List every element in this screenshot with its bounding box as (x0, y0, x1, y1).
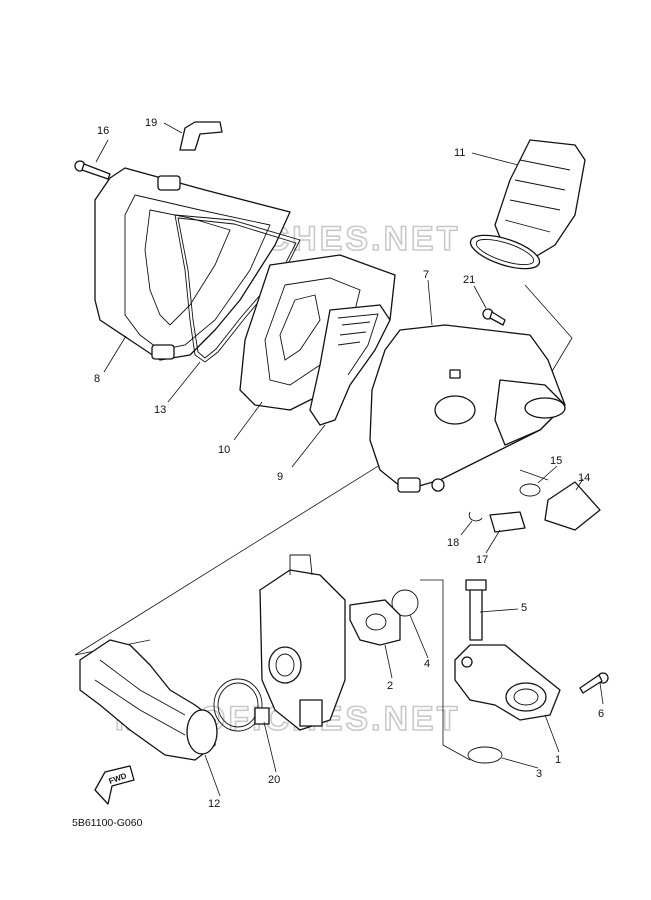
bolt-6 (579, 672, 609, 694)
label-16: 16 (97, 125, 109, 137)
o-ring-4 (391, 589, 419, 617)
breather-hose (179, 121, 223, 151)
carburetor (259, 554, 346, 731)
label-8: 8 (94, 373, 100, 385)
case-seal (174, 214, 301, 363)
label-9: 9 (277, 471, 283, 483)
bolt-21 (482, 308, 506, 326)
filter-element (309, 304, 391, 426)
label-2: 2 (387, 680, 393, 692)
label-7: 7 (423, 269, 429, 281)
screw-16 (74, 160, 111, 180)
label-5: 5 (521, 602, 527, 614)
hose-clamp (213, 678, 270, 732)
gasket (349, 599, 401, 646)
label-10: 10 (218, 444, 230, 456)
drain-parts (468, 481, 601, 533)
assembly-lines (74, 284, 573, 761)
label-14: 14 (578, 472, 590, 484)
diagram-code: 5B61100-G060 (72, 817, 143, 829)
label-19: 19 (145, 117, 157, 129)
label-15: 15 (550, 455, 562, 467)
label-21: 21 (463, 274, 475, 286)
air-cleaner-body (369, 324, 566, 493)
label-6: 6 (598, 708, 604, 720)
label-12: 12 (208, 798, 220, 810)
part-labels: 1 2 3 4 5 6 7 8 9 10 11 12 13 14 15 16 1… (94, 117, 604, 810)
intake-joint (469, 139, 586, 270)
leader-lines (95, 122, 604, 797)
label-17: 17 (476, 554, 488, 566)
forward-arrow-icon: FWD (94, 765, 135, 805)
label-18: 18 (447, 537, 459, 549)
label-11: 11 (454, 147, 465, 159)
o-ring-3 (467, 746, 503, 764)
bolt-5 (465, 579, 487, 641)
label-13: 13 (154, 404, 166, 416)
label-3: 3 (536, 768, 542, 780)
intake-manifold (454, 644, 561, 721)
air-cleaner-case (94, 167, 291, 361)
label-4: 4 (424, 658, 430, 670)
label-1: 1 (555, 754, 561, 766)
intake-hose (79, 639, 218, 761)
label-20: 20 (268, 774, 280, 786)
